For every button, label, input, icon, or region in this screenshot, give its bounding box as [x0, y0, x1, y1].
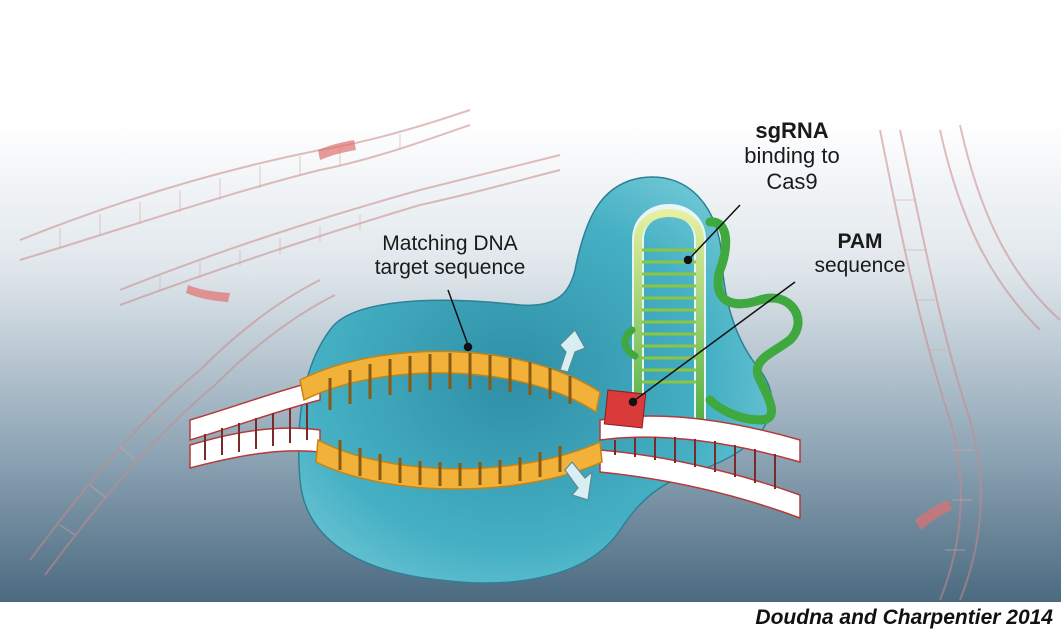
scissor-cut-marker-icon [559, 329, 593, 501]
figure-credit: Doudna and Charpentier 2014 [755, 606, 1053, 629]
dna-left-duplex [189, 379, 321, 469]
label-matching-dna: Matching DNA target sequence [345, 232, 555, 280]
label-pam: PAM sequence [790, 230, 930, 278]
target-strand-bottom [315, 438, 603, 490]
background-helix-rungs [59, 134, 972, 551]
label-matching-dna-line2: target sequence [374, 256, 526, 280]
label-leader-lines [447, 204, 796, 407]
label-matching-dna-line1: Matching DNA [382, 232, 518, 255]
label-pam-title: PAM [837, 230, 883, 253]
background-helices [19, 109, 1061, 601]
label-pam-line2: sequence [814, 254, 906, 278]
label-sgrna-title: sgRNA [755, 118, 829, 143]
label-sgrna-line3: Cas9 [766, 168, 818, 194]
dna-right-duplex [599, 415, 801, 520]
target-strand-top [299, 350, 601, 414]
label-sgrna: sgRNA binding to Cas9 [712, 118, 872, 194]
sgrna-hairpin [621, 204, 803, 425]
label-sgrna-line2: binding to [744, 143, 840, 169]
background-helix-highlights [186, 140, 952, 530]
